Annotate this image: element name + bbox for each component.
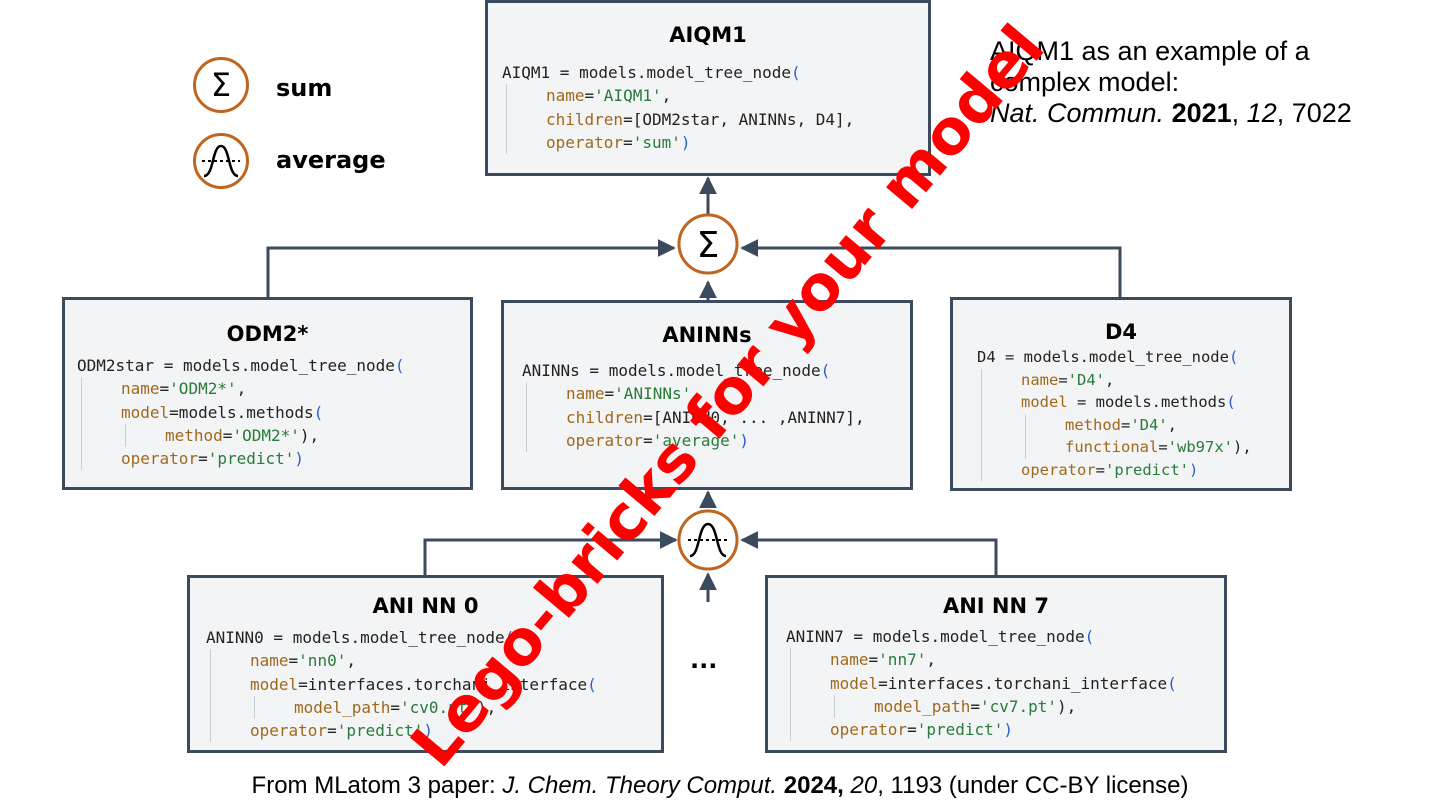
code-line: functional='wb97x'),: [977, 436, 1252, 459]
footer-citation: From MLatom 3 paper: J. Chem. Theory Com…: [0, 772, 1440, 800]
code-line: name='nn0',: [206, 649, 597, 673]
code-line: ANINNs = models.model_tree_node(: [522, 361, 831, 380]
code-line: D4 = models.model_tree_node(: [977, 348, 1239, 366]
aiqm1-title: AIQM1: [669, 23, 747, 47]
reference-line-1: AIQM1 as an example of a: [990, 36, 1310, 66]
reference-text: AIQM1 as an example of a complex model: …: [990, 36, 1352, 129]
code-line: ANINN0 = models.model_tree_node(: [206, 628, 515, 647]
d4-code: D4 = models.model_tree_node( name='D4',mo…: [977, 346, 1252, 481]
code-line: name='ANINNs',: [522, 382, 865, 406]
d4-node: D4 D4 = models.model_tree_node( name='D4'…: [950, 297, 1292, 491]
code-line: name='D4',: [977, 368, 1252, 391]
footer-year: 2024,: [783, 772, 844, 799]
code-line: model = models.methods(: [977, 391, 1252, 414]
aninn0-title: ANI NN 0: [372, 594, 479, 618]
code-line: name='nn7',: [786, 648, 1177, 672]
code-line: operator='sum'): [502, 130, 854, 155]
aninn7-title: ANI NN 7: [942, 594, 1050, 618]
average-operator-node: [677, 509, 739, 571]
code-line: model=interfaces.torchani_interface(: [786, 671, 1177, 695]
sum-legend-label: sum: [276, 74, 333, 102]
arrow-aninn7-to-avg: [740, 531, 998, 575]
code-line: model=interfaces.torchani_interface(: [206, 672, 597, 696]
aninns-code: ANINNs = models.model_tree_node( name='AN…: [522, 359, 865, 453]
reference-year: 2021: [1171, 98, 1232, 128]
code-line: operator='predict'): [77, 447, 405, 471]
sum-legend-icon: Σ: [193, 57, 249, 113]
code-line: method='ODM2*'),: [77, 423, 405, 448]
code-line: operator='predict'): [786, 718, 1177, 742]
aninn0-code: ANINN0 = models.model_tree_node( name='nn…: [206, 626, 597, 743]
reference-journal: Nat. Commun.: [990, 98, 1165, 128]
code-line: model_path='cv0.pt'),: [206, 695, 597, 720]
code-line: children=[ODM2star, ANINNs, D4],: [502, 107, 854, 131]
code-line: ODM2star = models.model_tree_node(: [77, 356, 405, 375]
footer-volume: 20: [850, 772, 878, 799]
arrow-d4-to-sum: [740, 239, 1122, 298]
reference-page: 7022: [1291, 98, 1352, 128]
code-line: operator='predict'): [977, 458, 1252, 481]
more-networks-ellipsis: ...: [690, 646, 718, 674]
d4-title: D4: [1104, 320, 1138, 344]
odm2-title: ODM2*: [226, 322, 309, 346]
sum-operator-node: Σ: [677, 213, 739, 275]
reference-line-2: complex model:: [990, 67, 1180, 97]
aiqm1-code: AIQM1 = models.model_tree_node( name='AIQ…: [502, 61, 854, 155]
reference-citation: Nat. Commun. 2021, 12, 7022: [990, 98, 1352, 128]
footer-journal: J. Chem. Theory Comput.: [502, 772, 778, 799]
aiqm1-node: AIQM1 AIQM1 = models.model_tree_node(nam…: [485, 0, 931, 176]
aninn0-node: ANI NN 0 ANINN0 = models.model_tree_node…: [187, 575, 664, 753]
code-line: children=[ANINN0, ... ,ANINN7],: [522, 405, 865, 429]
aninns-node: ANINNs ANINNs = models.model_tree_node(n…: [501, 300, 913, 490]
average-legend-icon: [193, 133, 249, 189]
arrow-aninn0-to-avg: [423, 531, 678, 575]
code-line: name='AIQM1',: [502, 84, 854, 108]
code-line: model_path='cv7.pt'),: [786, 694, 1177, 719]
code-line: model=models.methods(: [77, 400, 405, 424]
code-line: ANINN7 = models.model_tree_node(: [786, 627, 1095, 646]
reference-volume: 12: [1246, 98, 1277, 128]
code-line: operator='average'): [522, 428, 865, 453]
footer-suffix: , 1193 (under CC-BY license): [877, 772, 1189, 799]
odm2-node: ODM2* ODM2star = models.model_tree_node(…: [62, 297, 473, 490]
code-line: AIQM1 = models.model_tree_node(: [502, 63, 801, 82]
svg-text:Σ: Σ: [697, 225, 720, 266]
aninns-title: ANINNs: [662, 323, 752, 347]
code-line: operator='predict'): [206, 719, 597, 743]
odm2-code: ODM2star = models.model_tree_node( name='…: [77, 354, 405, 471]
aninn7-code: ANINN7 = models.model_tree_node( name='nn…: [786, 625, 1177, 742]
aninn7-node: ANI NN 7 ANINN7 = models.model_tree_node…: [765, 575, 1227, 753]
footer-prefix: From MLatom 3 paper:: [251, 772, 503, 799]
arrow-odm2-to-sum: [266, 239, 676, 298]
average-legend-label: average: [276, 146, 386, 174]
code-line: method='D4',: [977, 413, 1252, 436]
code-line: name='ODM2*',: [77, 377, 405, 401]
